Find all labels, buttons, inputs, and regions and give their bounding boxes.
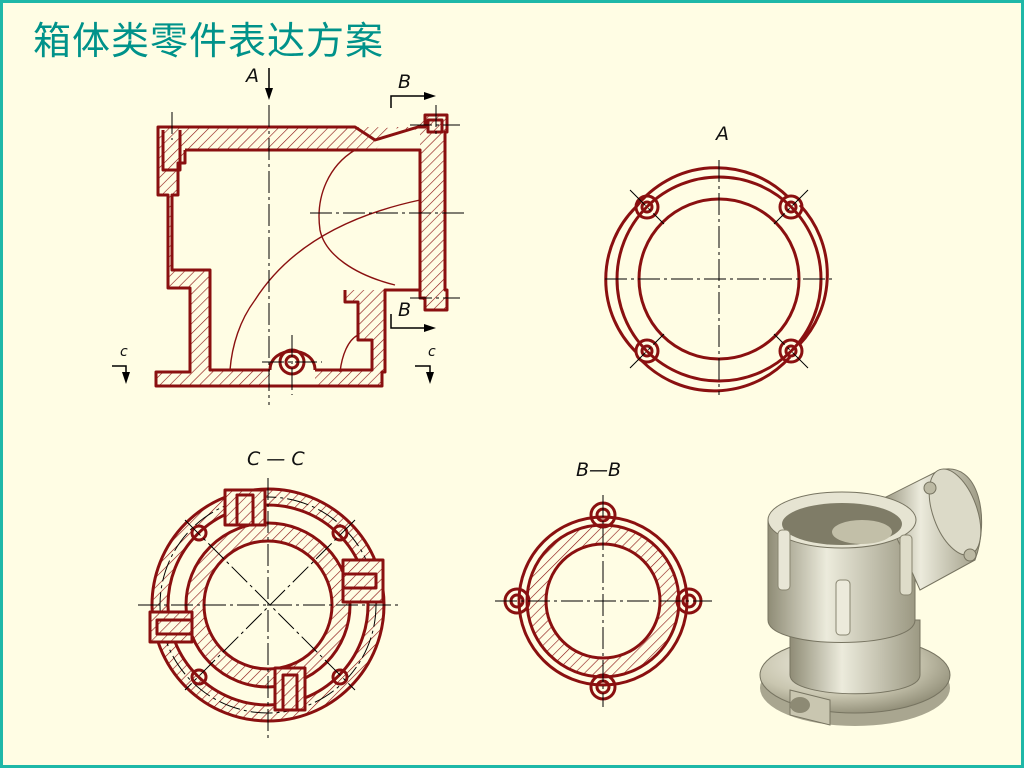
front-inner-bore (170, 148, 422, 372)
cut-plane-c-right-arrow (426, 372, 434, 384)
cut-plane-b-top (390, 95, 430, 108)
cut-plane-b-top-label: B (398, 71, 411, 93)
view-a-flange-outline (604, 166, 829, 393)
front-boss-right (345, 290, 385, 372)
section-cc: C — C (138, 448, 400, 740)
section-bb: B—B (495, 459, 712, 707)
view-arrow-a-label: A (244, 65, 259, 87)
view-a-label: A (714, 123, 729, 145)
front-flange-hole (426, 118, 444, 134)
front-section-view: A B B c c (112, 65, 465, 405)
cut-plane-b-bottom (390, 314, 430, 329)
render-rib-1 (777, 529, 791, 591)
section-cc-centerline-d2 (184, 519, 356, 691)
housing-3d-render (759, 468, 983, 726)
render-flange-bolt (923, 481, 937, 495)
view-a-hole-cl-1 (629, 189, 665, 225)
front-tapped-hole (161, 130, 182, 172)
intersection-curve-3 (339, 334, 359, 373)
cut-plane-c-left-arrow (122, 372, 130, 384)
cut-plane-c-left-label: c (120, 344, 128, 360)
view-a: A (604, 123, 832, 395)
front-wall-left (156, 127, 230, 386)
cut-plane-c-right-label: c (428, 344, 436, 360)
view-a-hole-cl-4 (773, 333, 809, 369)
view-a-hole-cl-3 (629, 333, 665, 369)
section-cc-label: C — C (247, 448, 305, 470)
render-rib-3 (899, 534, 913, 596)
render-rib-2 (835, 579, 851, 636)
view-arrow-a-head (265, 88, 273, 100)
section-cc-bosses (148, 488, 385, 712)
view-a-hole-cl-2 (773, 189, 809, 225)
cut-plane-b-bottom-label: B (398, 299, 411, 321)
front-wall-elbow (355, 116, 446, 300)
view-a-bolt-holes (634, 194, 804, 364)
section-bb-label: B—B (576, 459, 621, 481)
intersection-curve-2 (229, 199, 421, 371)
render-side-hole (790, 697, 810, 713)
render-flange-bolt-2 (963, 548, 977, 562)
intersection-curve-1 (318, 149, 396, 286)
front-wall-top (185, 127, 355, 150)
cut-plane-b-bottom-arrow (424, 324, 436, 332)
section-cc-bolt-holes (190, 524, 349, 686)
cut-plane-b-top-arrow (424, 92, 436, 100)
slide-title: 箱体类零件表达方案 (33, 19, 385, 63)
render-inner-highlight (832, 520, 892, 544)
front-wall-bottom (230, 370, 382, 386)
